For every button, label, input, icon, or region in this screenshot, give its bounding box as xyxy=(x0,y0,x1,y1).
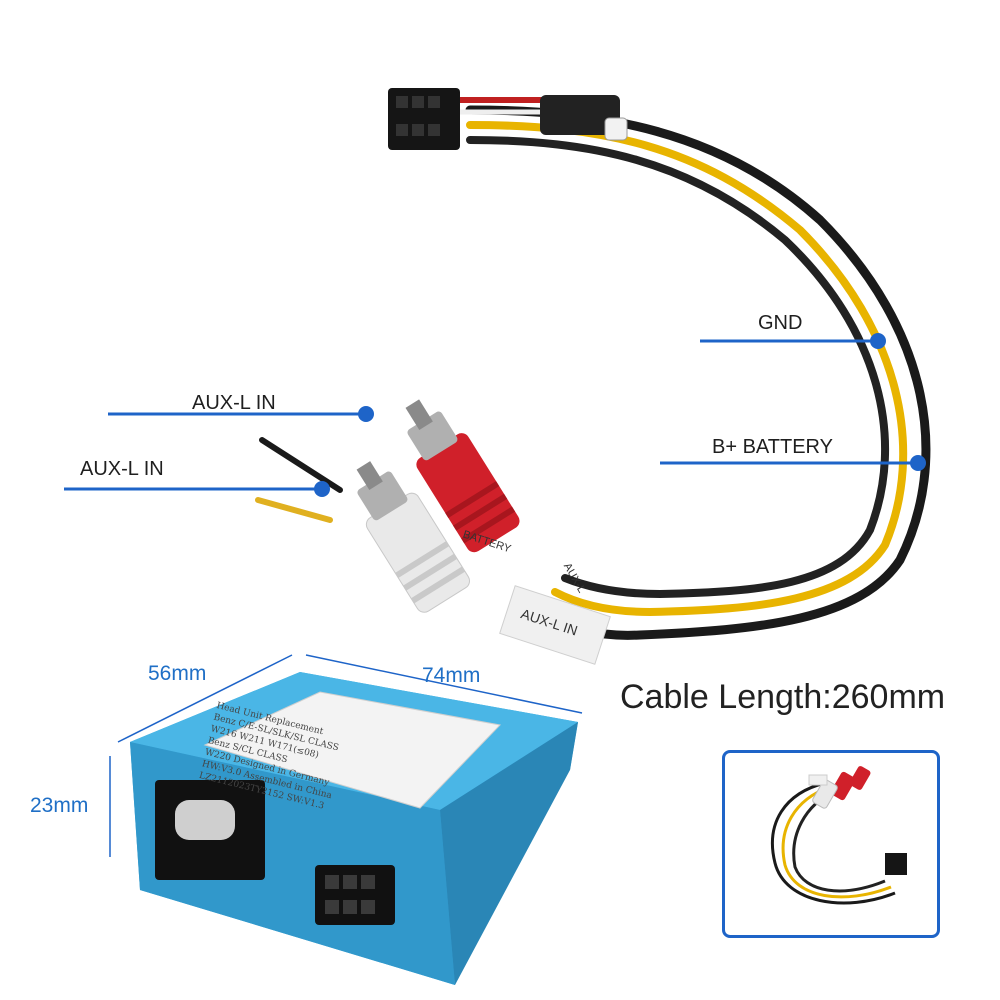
height-dimension-label: 23mm xyxy=(30,794,89,817)
wire-harness xyxy=(450,95,931,640)
module-box xyxy=(130,672,578,985)
aux-l-in-bottom-label: AUX-L IN xyxy=(80,458,164,480)
b-battery-label: B+ BATTERY xyxy=(712,436,833,458)
rca-red-connector xyxy=(405,399,520,553)
aux-l-in-top-label: AUX-L IN xyxy=(192,392,276,414)
width-dimension-label: 56mm xyxy=(148,662,207,685)
thumbnail-harness xyxy=(770,766,907,905)
rca-white-connector xyxy=(356,461,471,613)
length-dimension-label: 74mm xyxy=(422,664,481,687)
harness-connector xyxy=(388,88,460,150)
callout-lines xyxy=(64,333,926,497)
product-sticker xyxy=(203,691,502,809)
cable-length-label: Cable Length:260mm xyxy=(620,678,946,716)
aux-tag xyxy=(499,585,611,665)
dimension-lines xyxy=(109,654,583,857)
gnd-label: GND xyxy=(758,312,803,334)
thumbnail-inset xyxy=(722,750,940,938)
